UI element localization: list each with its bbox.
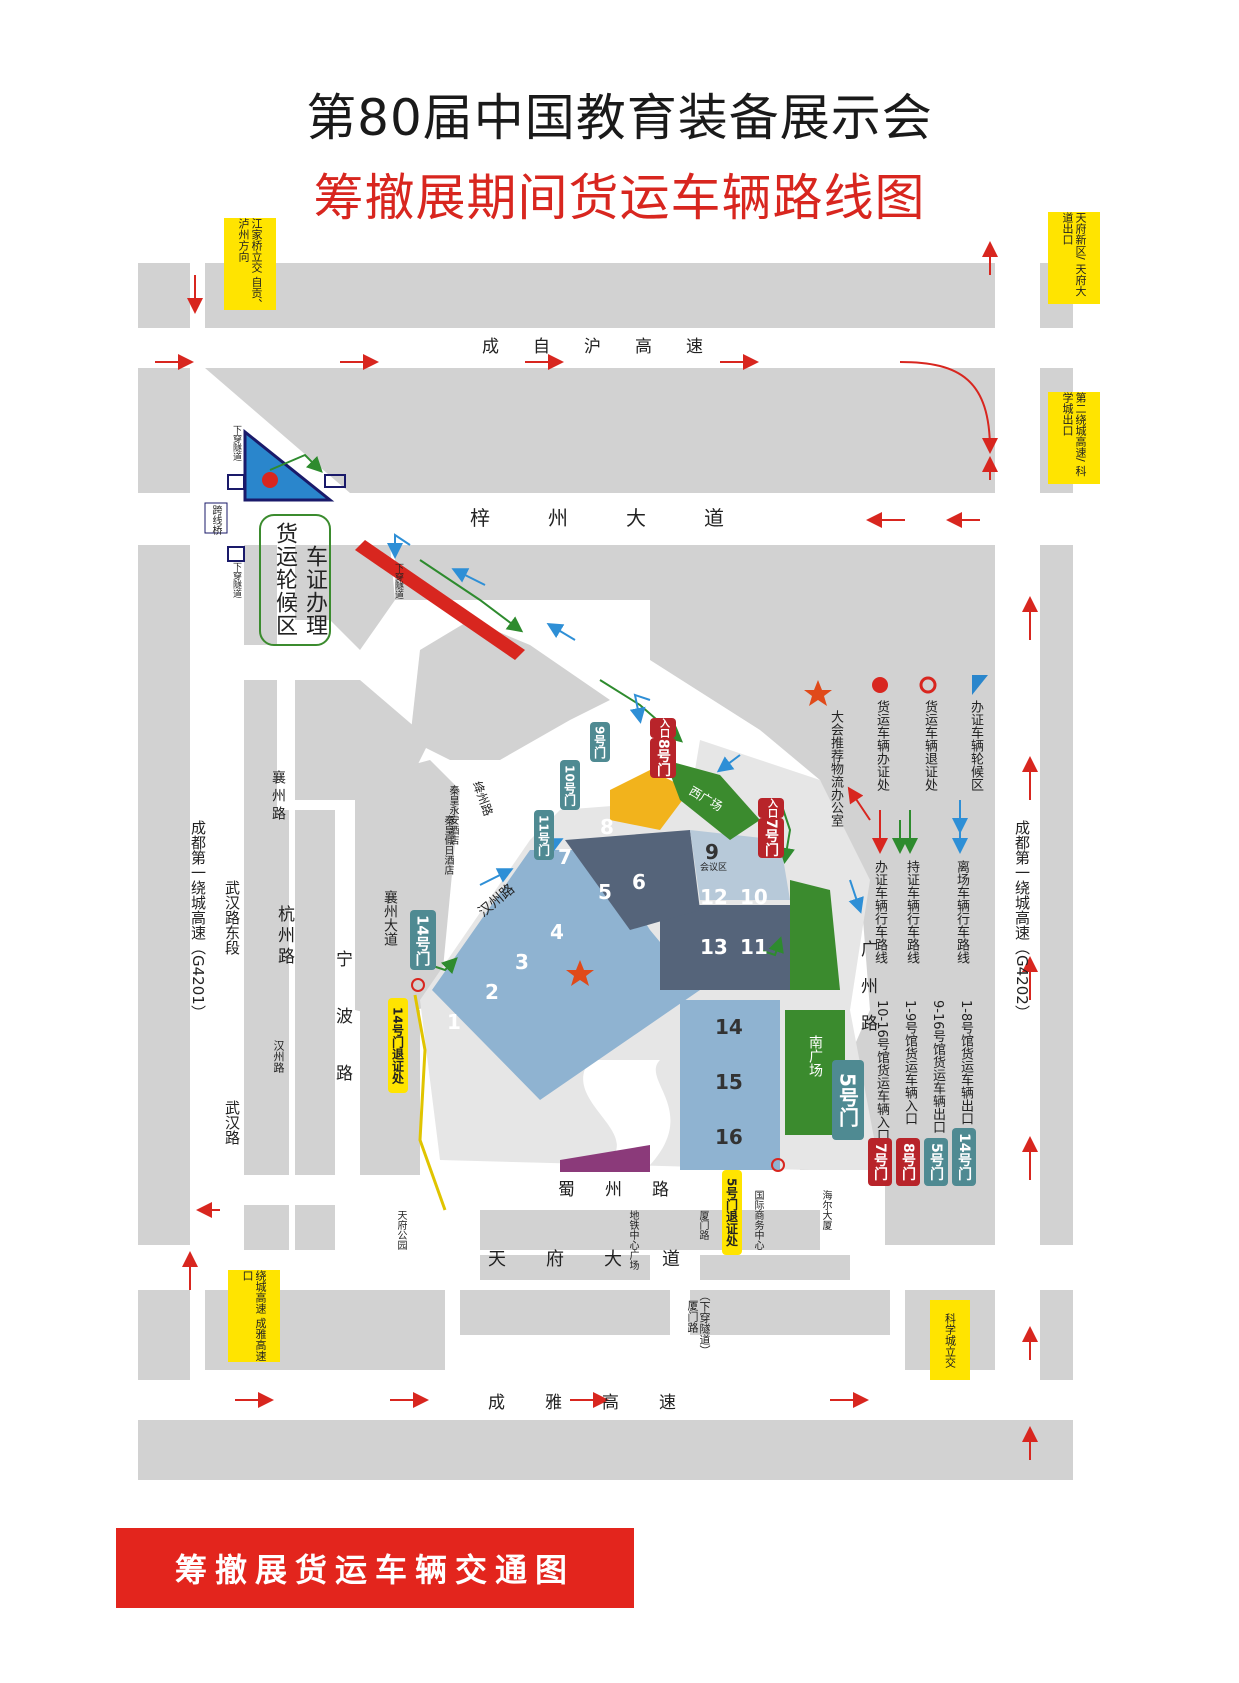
sign-ring-chengya: 绕城高速 成雅高速口 bbox=[228, 1270, 280, 1362]
legend-route-green: 持证车辆行车路线 bbox=[904, 860, 919, 964]
tunnel-label-2: 下穿隧道 bbox=[231, 562, 241, 598]
legend-route-red: 办证车辆行车路线 bbox=[872, 860, 887, 964]
gate-10: 10号门 bbox=[560, 760, 580, 810]
hotel-2: 秦皇永安酒店 bbox=[447, 785, 458, 845]
gate-7-entry: 入口 bbox=[758, 798, 784, 818]
legend-entry-10-16: 10-16号馆货运车辆入口 bbox=[874, 1000, 889, 1142]
overpass-label: 跨线桥 bbox=[210, 505, 221, 535]
tunnel-label-3: 下穿隧道 bbox=[393, 563, 403, 599]
legend-permit-office: 货运车辆办证处 bbox=[874, 700, 889, 791]
road-wuhan: 武汉路 bbox=[223, 1100, 241, 1145]
halls-7-8 bbox=[565, 830, 700, 930]
legend-entry-1-9: 1-9号馆货运车辆入口 bbox=[902, 1000, 917, 1126]
legend-gate-5: 5号门 bbox=[924, 1138, 948, 1186]
haichuang-building: 海尔大厦 bbox=[820, 1190, 831, 1230]
road-chengya: 成雅高速 bbox=[488, 1393, 716, 1413]
hall-number: 7 bbox=[558, 845, 572, 869]
halls-14-16 bbox=[680, 1000, 780, 1170]
sign-tianfu-new: 天府新区/ 天府大道出口 bbox=[1048, 212, 1100, 304]
intl-center: 国际商务中心 bbox=[752, 1190, 763, 1250]
hall-number: 8 bbox=[600, 815, 614, 839]
gate-5: 5号门 bbox=[832, 1060, 864, 1140]
hall-number: 13 bbox=[700, 935, 728, 959]
hall-number: 16 bbox=[715, 1125, 743, 1149]
road-shuzhou: 蜀州路 bbox=[558, 1180, 699, 1200]
meeting-area: 会议区 bbox=[700, 863, 728, 873]
road-ningbo: 宁波路 bbox=[332, 950, 352, 1121]
tianfu-park: 天府公园 bbox=[395, 1210, 406, 1250]
sign-kexuecheng: 科学城立交 bbox=[930, 1300, 970, 1380]
hall-number: 12 bbox=[700, 885, 728, 909]
page-subtitle: 筹撤展期间货运车辆路线图 bbox=[313, 169, 926, 227]
gate-7: 7号门 bbox=[758, 818, 784, 858]
gate-14: 14号门 bbox=[410, 910, 436, 970]
exit-14: 14号门退证处 bbox=[388, 998, 408, 1093]
hall-number: 1 bbox=[447, 1010, 461, 1034]
road-xiamen-tunnel: （下穿隧道） bbox=[698, 1290, 711, 1356]
legend-gate-8: 8号门 bbox=[896, 1138, 920, 1186]
road-ring-left: 成都第一绕城高速（G4201） bbox=[189, 820, 207, 1020]
legend-exit-1-8: 1-8号馆货运车辆出口 bbox=[958, 1000, 973, 1126]
gate-8: 8号门 bbox=[650, 738, 676, 778]
road-chengzihu: 成自沪高速 bbox=[482, 337, 737, 357]
hall-number: 3 bbox=[515, 950, 529, 974]
legend-gate-14: 14号门 bbox=[952, 1128, 976, 1186]
legend-waiting: 办证车辆轮候区 bbox=[968, 700, 983, 791]
road-xiamen: 厦门路 bbox=[686, 1300, 699, 1333]
exit-5: 5号门退证处 bbox=[722, 1170, 742, 1255]
hall-number: 4 bbox=[550, 920, 564, 944]
hall-number: 15 bbox=[715, 1070, 743, 1094]
xiamen-road-label: 厦门路 bbox=[697, 1210, 708, 1240]
hotel-1: 秦皇假日酒店 bbox=[442, 815, 453, 875]
hall-number: 9 bbox=[705, 840, 719, 864]
sign-jiangjiaqiao: 江家桥立交 自贡、泸州方向 bbox=[224, 218, 276, 310]
road-ring-right: 成都第一绕城高速（G4202） bbox=[1013, 820, 1031, 1020]
road-hanzhou: 汉州路 bbox=[272, 1040, 285, 1073]
hall-number: 2 bbox=[485, 980, 499, 1004]
legend-route-blue: 离场车辆行车路线 bbox=[954, 860, 969, 964]
legend-gate-7: 7号门 bbox=[868, 1138, 892, 1186]
yellow-area bbox=[610, 770, 690, 830]
metro-plaza: 地铁中心广场 bbox=[627, 1210, 638, 1270]
city-blocks bbox=[138, 263, 1073, 1480]
road-xiangzhou-ave: 襄州大道 bbox=[382, 890, 398, 946]
sign-second-ring: 第二绕城高速/ 科学城出口 bbox=[1048, 392, 1100, 484]
footer-banner: 筹撤展货运车辆交通图 bbox=[116, 1528, 634, 1608]
halls-12-13 bbox=[660, 905, 790, 990]
south-plaza-label: 南广场 bbox=[807, 1035, 823, 1077]
hall-number: 14 bbox=[715, 1015, 743, 1039]
road-guangzhou: 广州路 bbox=[857, 940, 877, 1051]
gate-9: 9号门 bbox=[590, 722, 610, 762]
road-wuhandong: 武汉路东段 bbox=[223, 880, 241, 955]
hall-number: 10 bbox=[740, 885, 768, 909]
legend-return-office: 货运车辆退证处 bbox=[922, 700, 937, 791]
hall-number: 11 bbox=[740, 935, 768, 959]
waiting-area-label: 货运轮候区 bbox=[272, 522, 297, 637]
road-xiangzhou: 襄州路 bbox=[270, 770, 286, 824]
road-tianfu: 天府大道 bbox=[488, 1249, 720, 1270]
red-routes bbox=[155, 241, 1038, 1460]
legend-exit-9-16: 9-16号馆货运车辆出口 bbox=[930, 1000, 945, 1134]
gate-11: 11号门 bbox=[534, 810, 554, 860]
west-plaza bbox=[665, 760, 760, 840]
gate-8-entry: 入口 bbox=[650, 718, 676, 738]
hall-number: 5 bbox=[598, 880, 612, 904]
page-title: 第80届中国教育装备展示会 bbox=[306, 89, 933, 147]
permit-label: 车证办理 bbox=[302, 545, 327, 637]
road-hangzhou: 杭州路 bbox=[274, 905, 294, 968]
tunnel-label-1: 下穿隧道 bbox=[231, 425, 241, 461]
hall-number: 6 bbox=[632, 870, 646, 894]
road-zizhou: 梓州大道 bbox=[470, 506, 782, 530]
legend-office: 大会推荐物流办公室 bbox=[828, 710, 843, 827]
